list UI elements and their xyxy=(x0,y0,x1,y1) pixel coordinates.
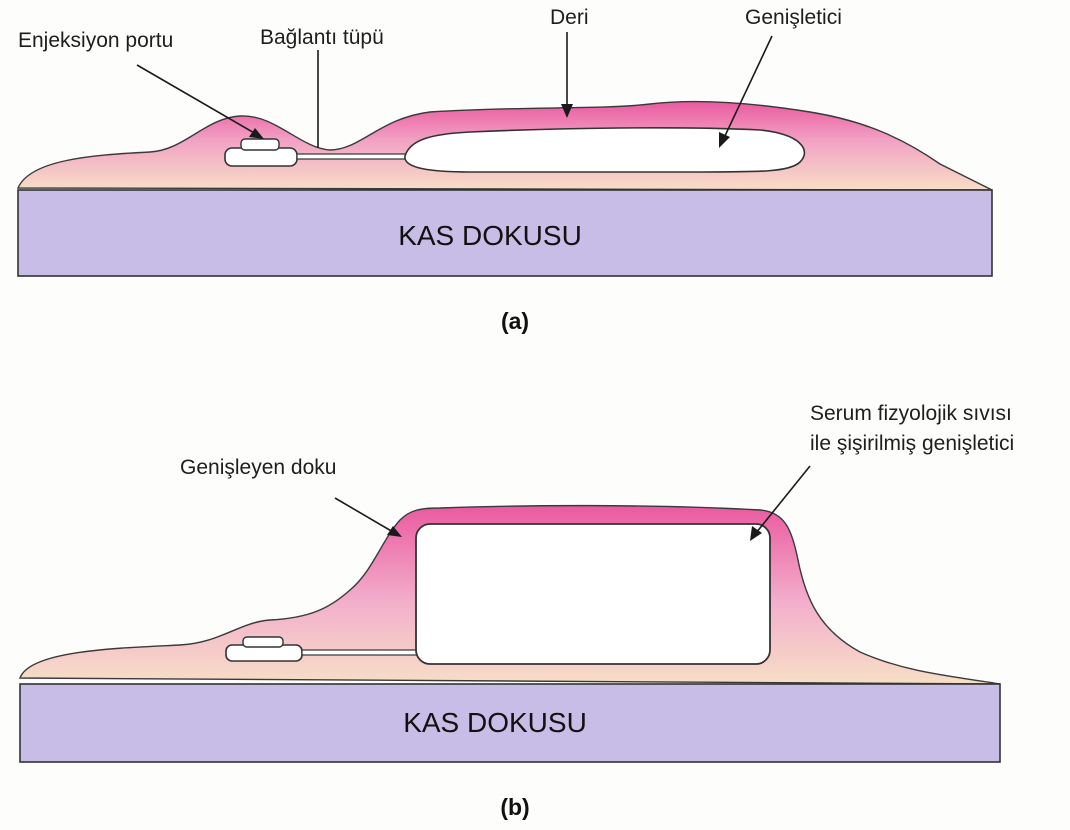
label-injection-port: Enjeksiyon portu xyxy=(18,29,173,52)
panel-b-caption: (b) xyxy=(500,794,529,820)
injection-port-dome-a xyxy=(241,139,279,150)
arrow-skin xyxy=(561,32,573,118)
arrow-injection-port xyxy=(137,65,264,139)
connecting-tube-a xyxy=(297,154,407,159)
muscle-label-a: KAS DOKUSU xyxy=(398,220,582,251)
expander-deflated-a xyxy=(405,128,805,172)
panel-b: KAS DOKUSU Genişleyen doku Serum fizyolo… xyxy=(20,402,1014,820)
injection-port-dome-b xyxy=(243,637,283,647)
panel-a: KAS DOKUSU Enjeksiyon portu Bağlantı tüp… xyxy=(18,6,992,334)
expander-inflated-b xyxy=(416,524,770,664)
muscle-label-b: KAS DOKUSU xyxy=(403,707,587,738)
label-skin: Deri xyxy=(550,6,589,29)
arrow-expanding-tissue xyxy=(335,498,402,537)
label-expander: Genişletici xyxy=(745,6,842,29)
connecting-tube-b xyxy=(302,650,418,655)
panel-a-caption: (a) xyxy=(501,308,529,334)
label-connecting-tube: Bağlantı tüpü xyxy=(260,26,384,49)
label-expanding-tissue: Genişleyen doku xyxy=(180,456,336,479)
label-inflated-line2: ile şişirilmiş genişletici xyxy=(810,432,1014,455)
label-inflated-line1: Serum fizyolojik sıvısı xyxy=(810,402,1012,425)
